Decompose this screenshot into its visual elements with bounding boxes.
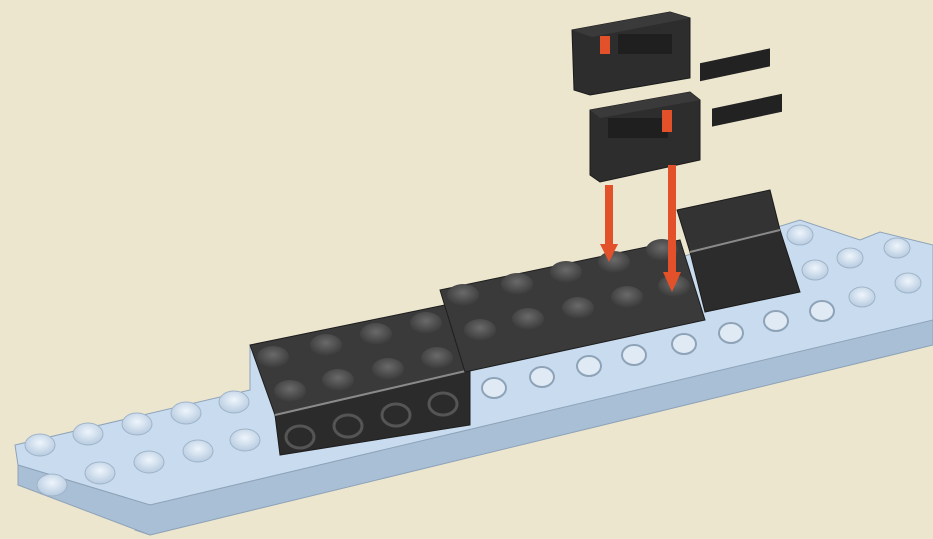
black-brick-1x2-with-axle-hole-installed [677,48,800,312]
black-brick-1x2-with-axle-hole-to-add [590,92,700,182]
black-brick-1x2-with-axle-hole-to-add [572,12,690,95]
placement-arrow-right [663,165,681,292]
placement-arrow-left [600,185,618,262]
long-light-gray-plate [15,220,933,535]
